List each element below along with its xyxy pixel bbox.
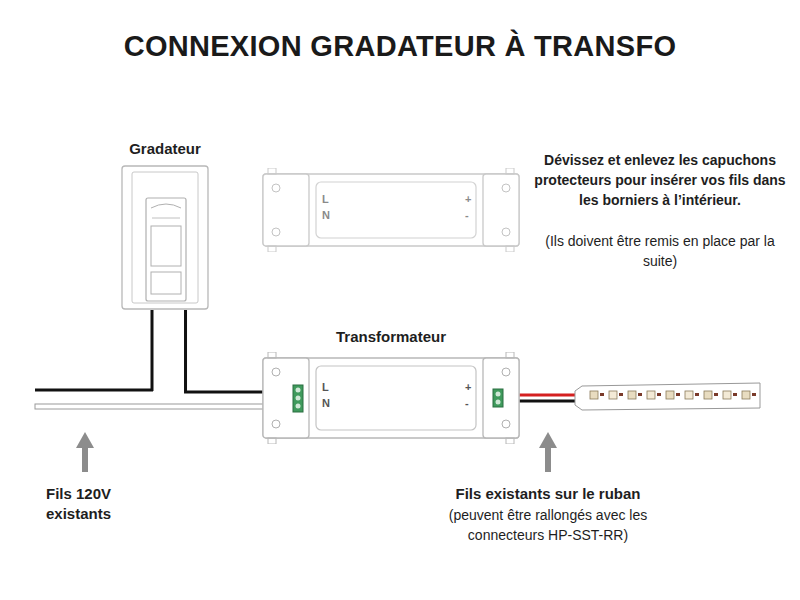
terminal-mark: + (465, 193, 471, 205)
instruction-note: (Ils doivent être remis en place par la … (528, 231, 792, 271)
hot-wire (151, 310, 154, 391)
terminal-mark: L (322, 193, 329, 205)
node-heading: Transformateur (262, 328, 520, 345)
terminal-mark: - (465, 209, 469, 221)
diagram-title: CONNEXION GRADATEUR À TRANSFO (0, 30, 800, 63)
wire-callout: (peuvent être rallongés avec les connect… (410, 505, 686, 545)
neutral-wire (35, 404, 295, 409)
terminal-mark: + (465, 381, 471, 393)
transformer-box: LN + - (262, 168, 520, 252)
hot-wire (35, 389, 153, 392)
node-heading: Gradateur (108, 140, 222, 157)
transformer-body (262, 352, 520, 444)
transformer-body (262, 168, 520, 252)
terminal-block (262, 352, 520, 444)
terminal-mark: - (465, 397, 469, 409)
wire-callout: Fils existants sur le ruban (390, 484, 706, 504)
instruction-note: Dévissez et enlevez les capuchons protec… (528, 150, 792, 210)
terminal-mark: N (322, 397, 330, 409)
transformer-outline (262, 168, 520, 252)
led-strip (575, 383, 760, 410)
dimmer-plate (108, 138, 222, 310)
transformer-box: TransformateurLN + - (262, 328, 520, 444)
dimmer-wire (186, 310, 262, 392)
terminal-mark: N (322, 209, 330, 221)
terminal-mark: L (322, 381, 329, 393)
wire-callout: Fils 120V existants (46, 484, 156, 524)
dimmer-switch: Gradateur (108, 138, 222, 310)
